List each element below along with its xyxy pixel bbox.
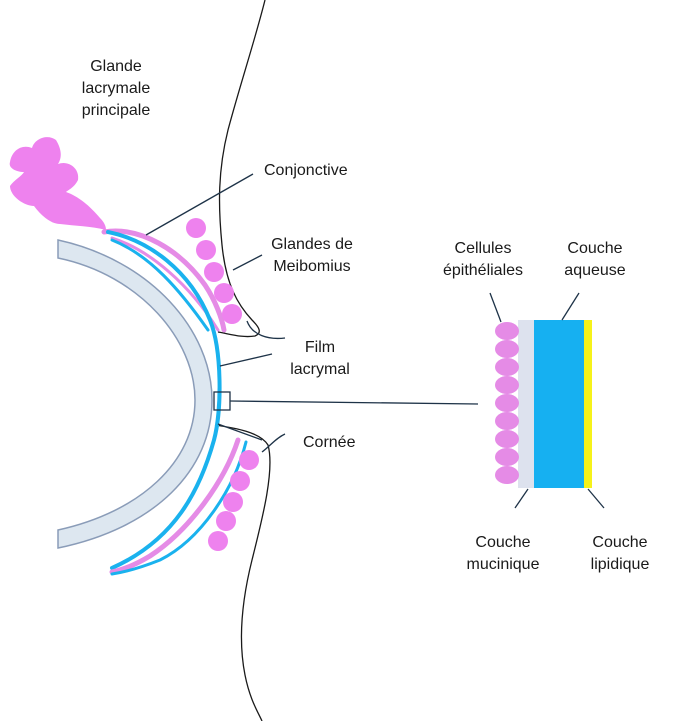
label-couche-lipidique: Couche lipidique — [575, 532, 665, 576]
leader-aqueuse — [562, 293, 579, 320]
leader-cellules — [490, 293, 501, 322]
label-cellules-epitheliales: Cellules épithéliales — [423, 238, 543, 282]
leader-film — [220, 354, 272, 366]
leader-cornee — [262, 434, 285, 452]
zoom-connector-line — [230, 401, 478, 404]
lipid-layer — [584, 320, 592, 488]
label-couche-mucinique: Couche mucinique — [453, 532, 553, 576]
label-glande-lacrymale: Glande lacrymale principale — [60, 56, 172, 122]
epithelial-cells — [495, 322, 519, 484]
label-film-lacrymal: Film lacrymal — [270, 337, 370, 381]
label-glandes-meibomius: Glandes de Meibomius — [252, 234, 372, 278]
label-conjonctive: Conjonctive — [264, 160, 348, 182]
label-couche-aqueuse: Couche aqueuse — [545, 238, 645, 282]
aqueous-layer — [534, 320, 584, 488]
lower-meibomian-glands — [208, 450, 259, 551]
leader-cornee-2 — [218, 424, 262, 440]
leader-lipidique — [588, 489, 604, 508]
mucin-layer — [518, 320, 534, 488]
leader-mucinique — [515, 489, 528, 508]
zoom-box — [214, 392, 230, 410]
main-lacrimal-gland — [10, 137, 106, 230]
label-cornee: Cornée — [303, 432, 355, 454]
